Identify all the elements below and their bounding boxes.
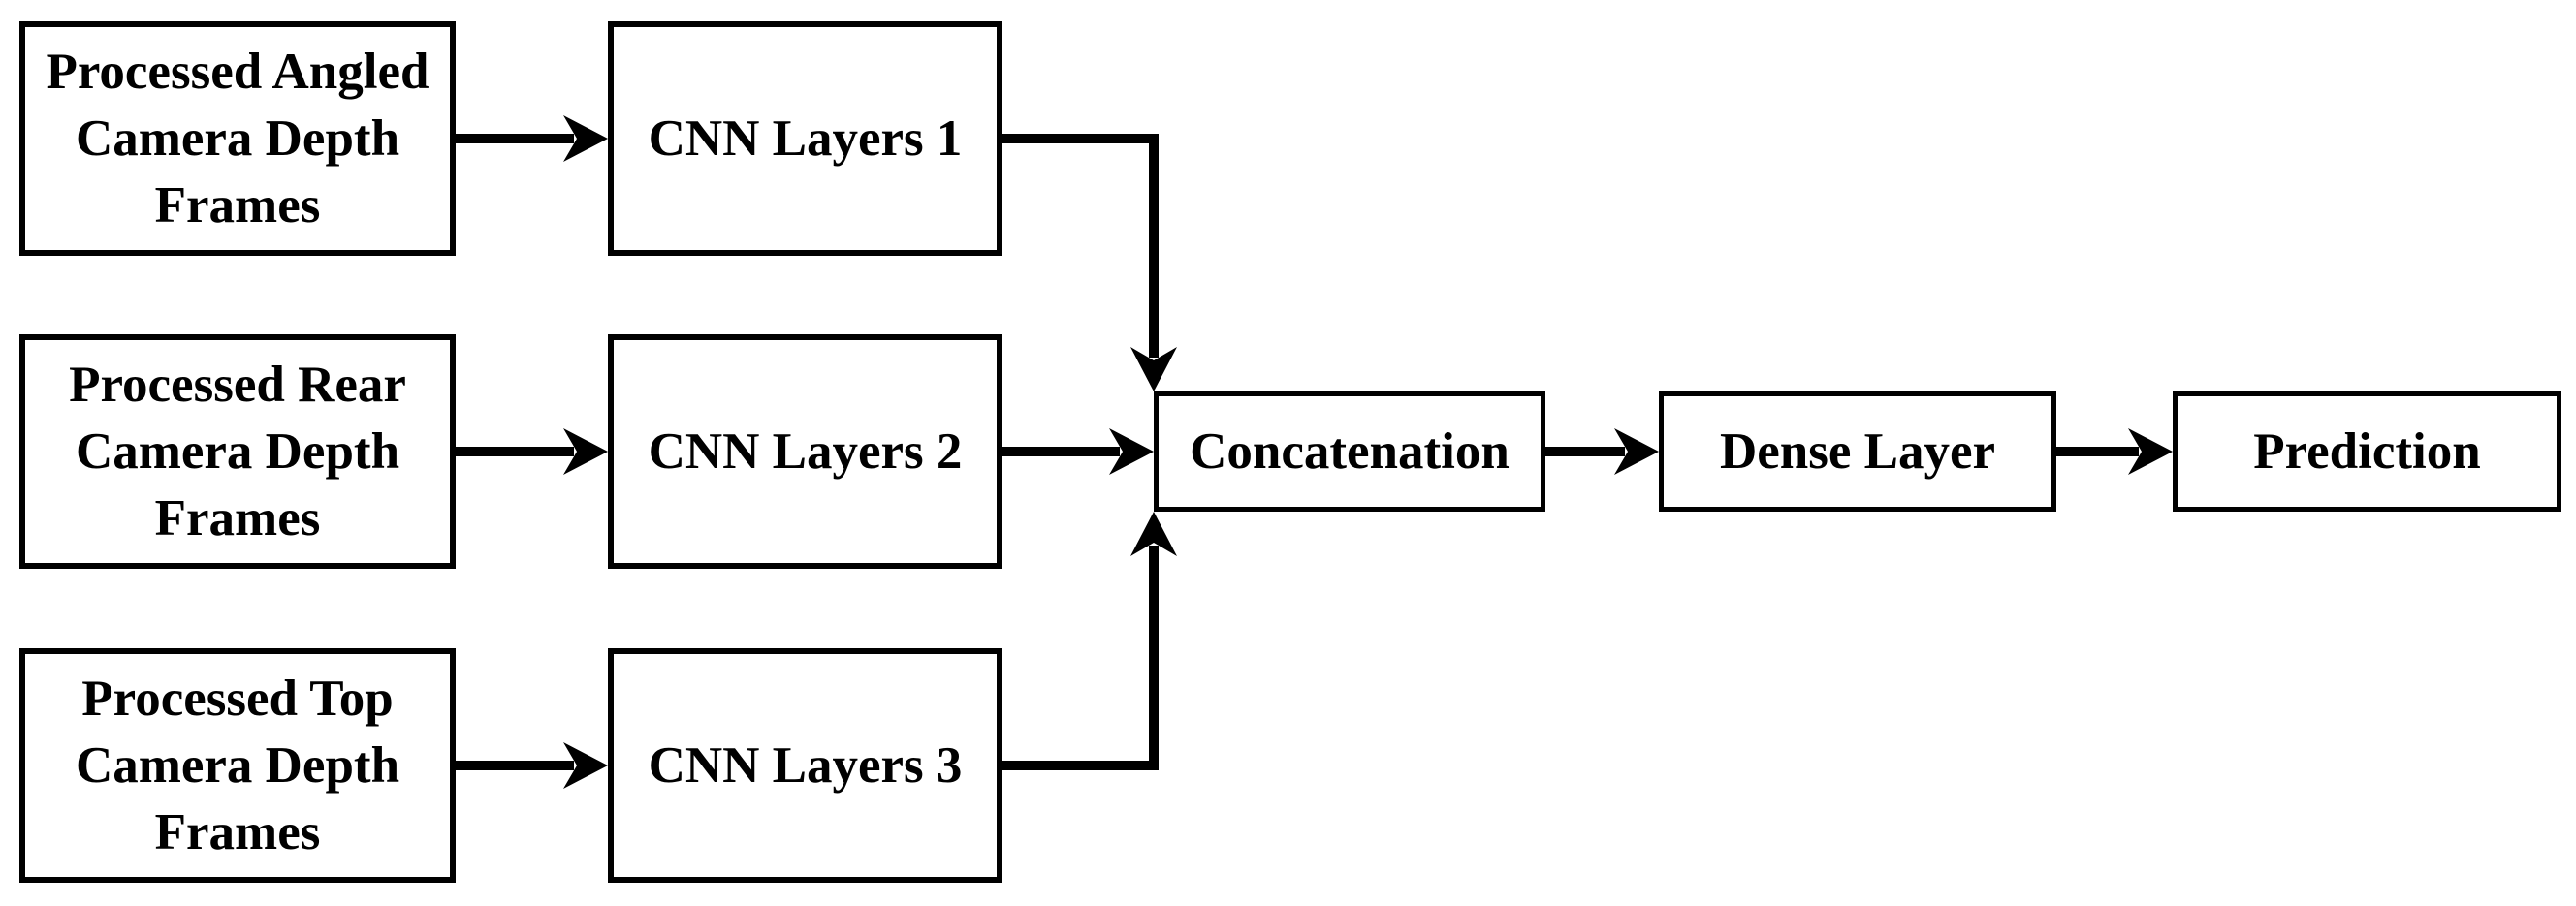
node-cnn-layers-3: CNN Layers 3 xyxy=(608,648,1002,883)
node-label-line: Processed Rear xyxy=(69,356,406,413)
node-label-line: Camera Depth xyxy=(75,109,400,167)
node-cnn-layers-1: CNN Layers 1 xyxy=(608,21,1002,256)
node-label-line: Camera Depth xyxy=(75,422,400,480)
arrow-input-angled-to-cnn1 xyxy=(456,115,608,162)
node-label-line: Frames xyxy=(154,489,321,547)
node-label-line: Camera Depth xyxy=(75,736,400,794)
node-input-top-camera: Processed Top Camera Depth Frames xyxy=(19,648,456,883)
node-label: CNN Layers 1 xyxy=(648,109,963,167)
arrow-cnn1-to-concatenation xyxy=(1002,134,1177,391)
arrow-concatenation-to-dense-layer xyxy=(1545,428,1659,475)
node-label-line: Frames xyxy=(154,176,321,234)
node-concatenation: Concatenation xyxy=(1154,391,1545,512)
node-input-angled-camera: Processed Angled Camera Depth Frames xyxy=(19,21,456,256)
arrow-dense-layer-to-prediction xyxy=(2056,428,2173,475)
arrow-cnn2-to-concatenation xyxy=(1002,428,1154,475)
node-label-line: Frames xyxy=(154,803,321,860)
node-input-rear-camera: Processed Rear Camera Depth Frames xyxy=(19,334,456,569)
node-dense-layer: Dense Layer xyxy=(1659,391,2056,512)
node-label-line: Processed Angled xyxy=(46,43,429,100)
arrow-cnn3-to-concatenation xyxy=(1002,512,1177,770)
node-label: Dense Layer xyxy=(1719,423,1996,480)
arrow-input-rear-to-cnn2 xyxy=(456,428,608,475)
node-label: Concatenation xyxy=(1190,423,1510,480)
node-cnn-layers-2: CNN Layers 2 xyxy=(608,334,1002,569)
node-label: CNN Layers 3 xyxy=(648,736,963,794)
node-label: CNN Layers 2 xyxy=(648,422,963,480)
arrow-input-top-to-cnn3 xyxy=(456,742,608,789)
node-label: Prediction xyxy=(2253,423,2481,480)
node-prediction: Prediction xyxy=(2173,391,2561,512)
node-label-line: Processed Top xyxy=(81,670,394,727)
